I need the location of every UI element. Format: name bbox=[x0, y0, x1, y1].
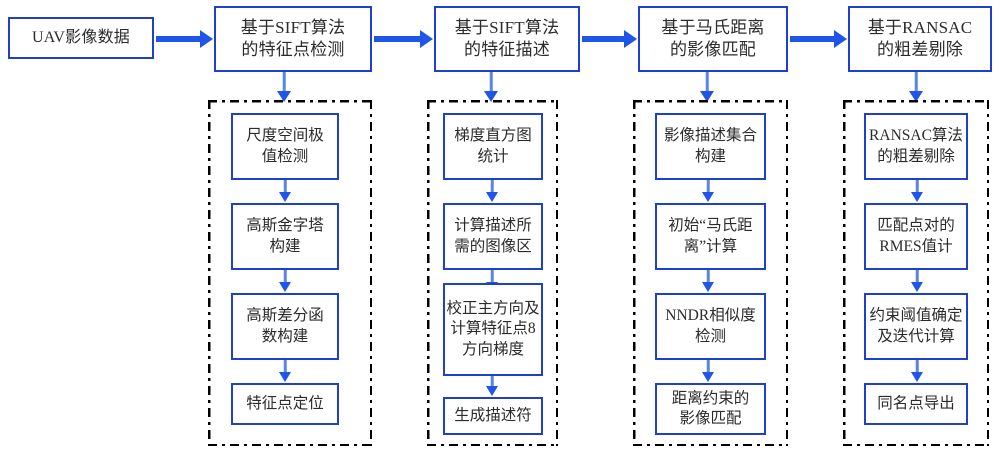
step-box-detection-4[interactable]: 特征点定位 bbox=[231, 383, 339, 425]
process-box-source[interactable]: UAV影像数据 bbox=[8, 17, 154, 59]
step-box-ransac-4[interactable]: 同名点导出 bbox=[864, 383, 968, 425]
step-box-description-4[interactable]: 生成描述符 bbox=[443, 397, 543, 435]
step-box-ransac-1[interactable]: RANSAC算法 的粗差剔除 bbox=[864, 113, 968, 180]
process-box-stage-ransac[interactable]: 基于RANSAC 的粗差剔除 bbox=[848, 6, 992, 72]
step-box-description-1[interactable]: 梯度直方图 统计 bbox=[443, 113, 543, 180]
process-box-stage-description[interactable]: 基于SIFT算法 的特征描述 bbox=[434, 6, 580, 72]
step-box-matching-3[interactable]: NNDR相似度 检测 bbox=[655, 293, 766, 360]
process-box-stage-matching[interactable]: 基于马氏距离 的影像匹配 bbox=[638, 6, 788, 72]
step-box-ransac-3[interactable]: 约束阈值确定 及迭代计算 bbox=[864, 293, 968, 360]
step-box-description-3[interactable]: 校正主方向及 计算特征点8 方向梯度 bbox=[443, 283, 543, 376]
step-box-description-2[interactable]: 计算描述所 需的图像区 bbox=[443, 203, 543, 270]
process-box-stage-detection[interactable]: 基于SIFT算法 的特征点检测 bbox=[214, 6, 372, 72]
step-box-detection-2[interactable]: 高斯金字塔 构建 bbox=[231, 203, 339, 270]
step-box-detection-3[interactable]: 高斯差分函 数构建 bbox=[231, 293, 339, 360]
step-box-detection-1[interactable]: 尺度空间极 值检测 bbox=[231, 113, 339, 180]
step-box-matching-2[interactable]: 初始“马氏距 离”计算 bbox=[655, 203, 766, 270]
step-box-ransac-2[interactable]: 匹配点对的 RMES值计 bbox=[864, 203, 968, 270]
step-box-matching-1[interactable]: 影像描述集合 构建 bbox=[655, 113, 766, 180]
step-box-matching-4[interactable]: 距离约束的 影像匹配 bbox=[655, 383, 766, 435]
